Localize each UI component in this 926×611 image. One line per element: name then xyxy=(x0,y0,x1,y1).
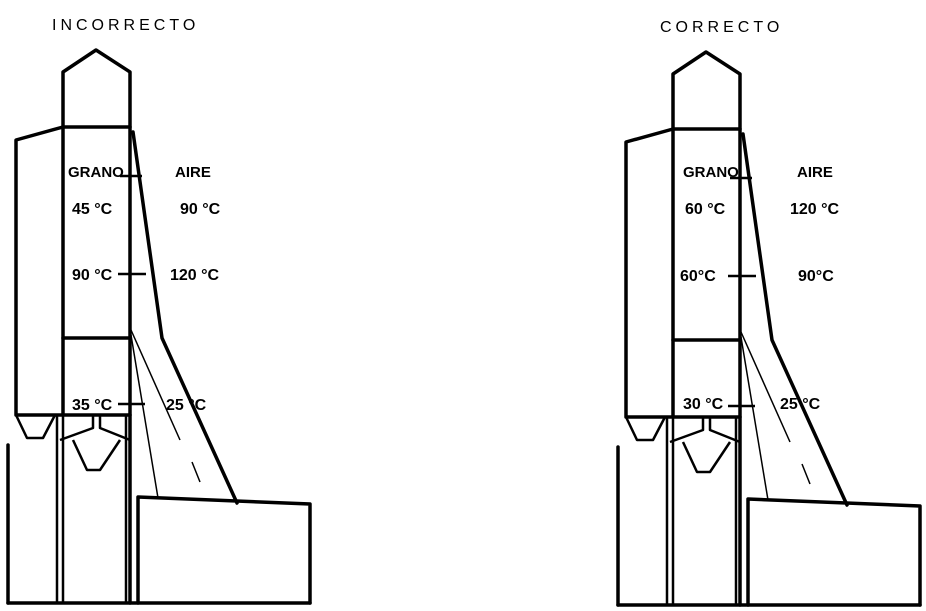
grain-temp-top: 45 °C xyxy=(72,201,113,218)
grain-temp-mid: 90 °C xyxy=(72,267,113,284)
diagram-title: CORRECTO xyxy=(660,19,783,36)
air-temp-mid: 90°C xyxy=(798,268,834,285)
air-temp-bottom: 25 °C xyxy=(780,396,821,413)
air-temp-top: 90 °C xyxy=(180,201,221,218)
grain-temp-bottom: 35 °C xyxy=(72,397,113,414)
grain-label: GRANO xyxy=(68,164,124,181)
air-temp-top: 120 °C xyxy=(790,201,840,218)
grain-temp-bottom: 30 °C xyxy=(683,396,724,413)
grain-temp-mid: 60°C xyxy=(680,268,716,285)
diagram-incorrecto: INCORRECTO GRANO AIRE 45 °C 90 °C 90 °C … xyxy=(6,17,312,605)
diagram-correcto: CORRECTO GRANO AIRE 60 °C 120 °C 60°C 90… xyxy=(616,19,922,607)
air-temp-mid: 120 °C xyxy=(170,267,220,284)
diagram-title: INCORRECTO xyxy=(52,17,199,34)
grain-temp-top: 60 °C xyxy=(685,201,726,218)
air-label: AIRE xyxy=(797,164,833,181)
grain-label: GRANO xyxy=(683,164,739,181)
air-label: AIRE xyxy=(175,164,211,181)
dryer-drawing xyxy=(616,50,922,607)
dryer-drawing xyxy=(6,48,312,605)
air-temp-bottom: 25 °C xyxy=(166,397,207,414)
